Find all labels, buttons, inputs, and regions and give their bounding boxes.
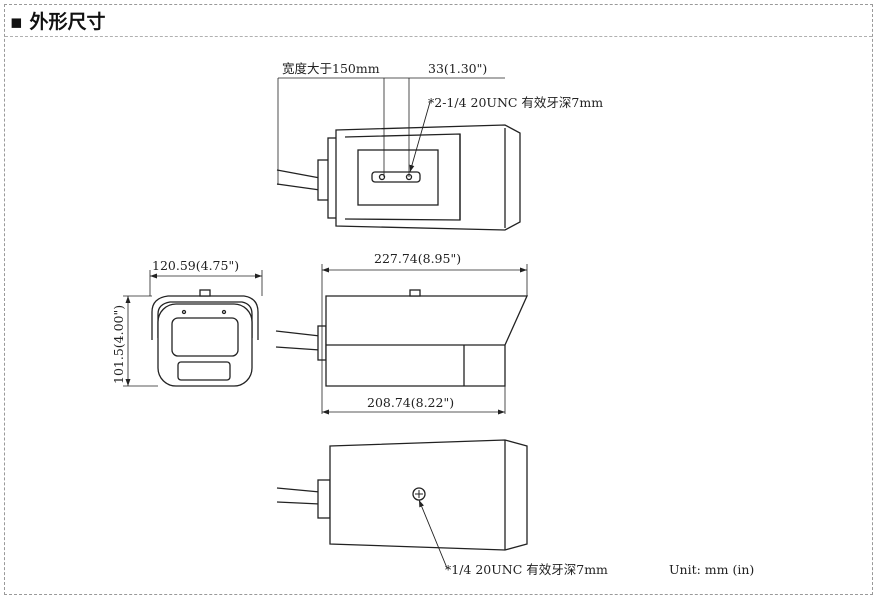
side-overall-length-label: 227.74(8.95") — [374, 251, 461, 266]
bottom-thread-label: *1/4 20UNC 有效牙深7mm — [445, 562, 608, 577]
bottom-view — [276, 439, 528, 569]
top-offset-label: 33(1.30") — [428, 61, 487, 76]
section-header — [5, 5, 872, 37]
top-view — [276, 77, 521, 231]
front-height-label: 101.5(4.00") — [111, 305, 126, 384]
drawing-frame — [4, 4, 873, 595]
side-view — [275, 264, 529, 415]
front-view — [123, 270, 263, 387]
side-body-length-label: 208.74(8.22") — [367, 395, 454, 410]
front-width-label: 120.59(4.75") — [152, 258, 239, 273]
unit-label: Unit: mm (in) — [669, 562, 754, 577]
top-width-label: 宽度大于150mm — [282, 61, 380, 76]
section-title: ▪ 外形尺寸 — [10, 11, 106, 33]
top-thread-label: *2-1/4 20UNC 有效牙深7mm — [428, 95, 603, 110]
